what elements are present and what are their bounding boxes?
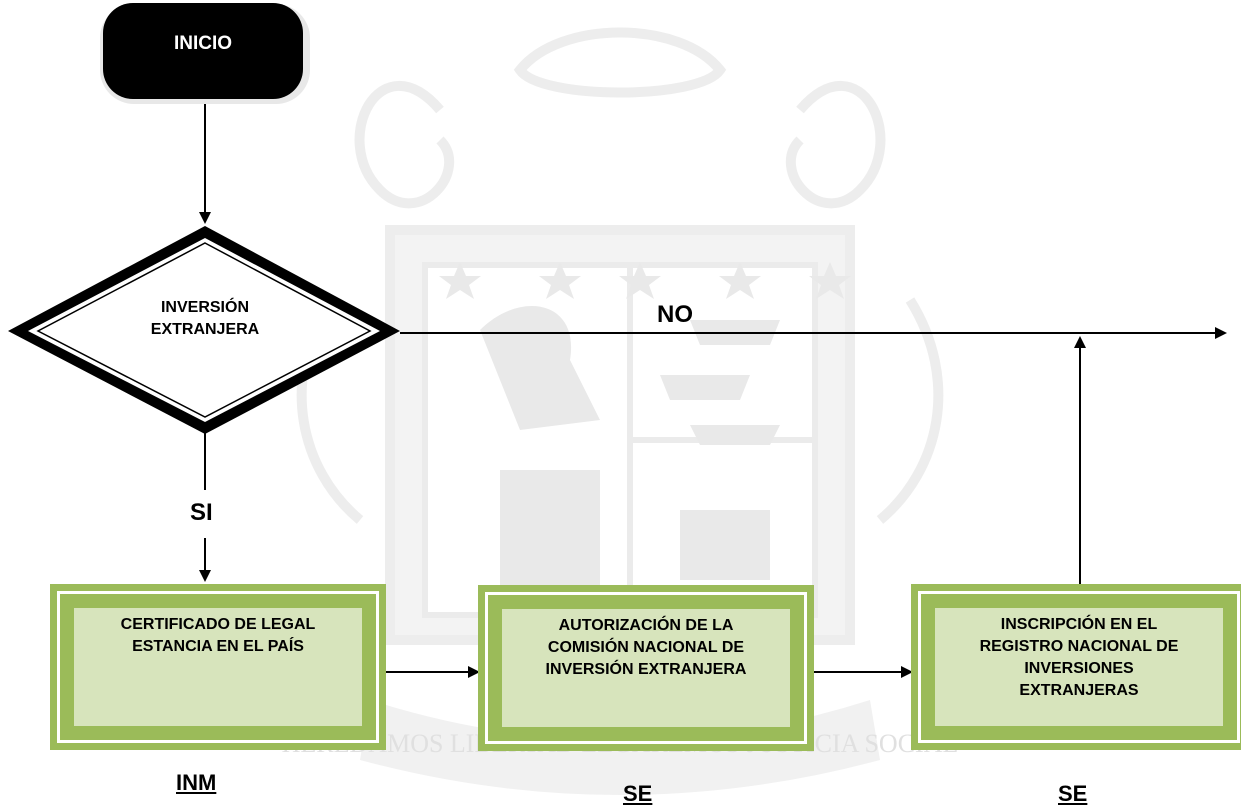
process-step-autorizacion: AUTORIZACIÓN DE LA COMISIÓN NACIONAL DE … [478,585,814,751]
owner-label-inm: INM [176,770,217,795]
process-step-inscripcion: INSCRIPCIÓN EN EL REGISTRO NACIONAL DE I… [911,584,1241,750]
branch-yes-label: SI [190,499,213,526]
process-step-text: AUTORIZACIÓN DE LA COMISIÓN NACIONAL DE … [545,617,747,678]
owner-label-se-1: SE [623,781,653,806]
process-step-certificado: CERTIFICADO DE LEGAL ESTANCIA EN EL PAÍS [50,584,386,750]
process-step-text: INSCRIPCIÓN EN EL REGISTRO NACIONAL DE I… [979,616,1179,699]
owner-label-se-2: SE [1058,781,1088,806]
decision-line-1: INVERSIÓN [160,299,249,316]
start-terminal: INICIO [103,3,303,99]
decision-label: INVERSIÓN EXTRANJERA [105,297,305,341]
decision-line-2: EXTRANJERA [150,321,260,338]
process-step-text: CERTIFICADO DE LEGAL ESTANCIA EN EL PAÍS [120,616,316,655]
branch-no-label: NO [657,301,693,328]
start-label: INICIO [173,33,233,54]
decision-diamond [8,226,400,434]
